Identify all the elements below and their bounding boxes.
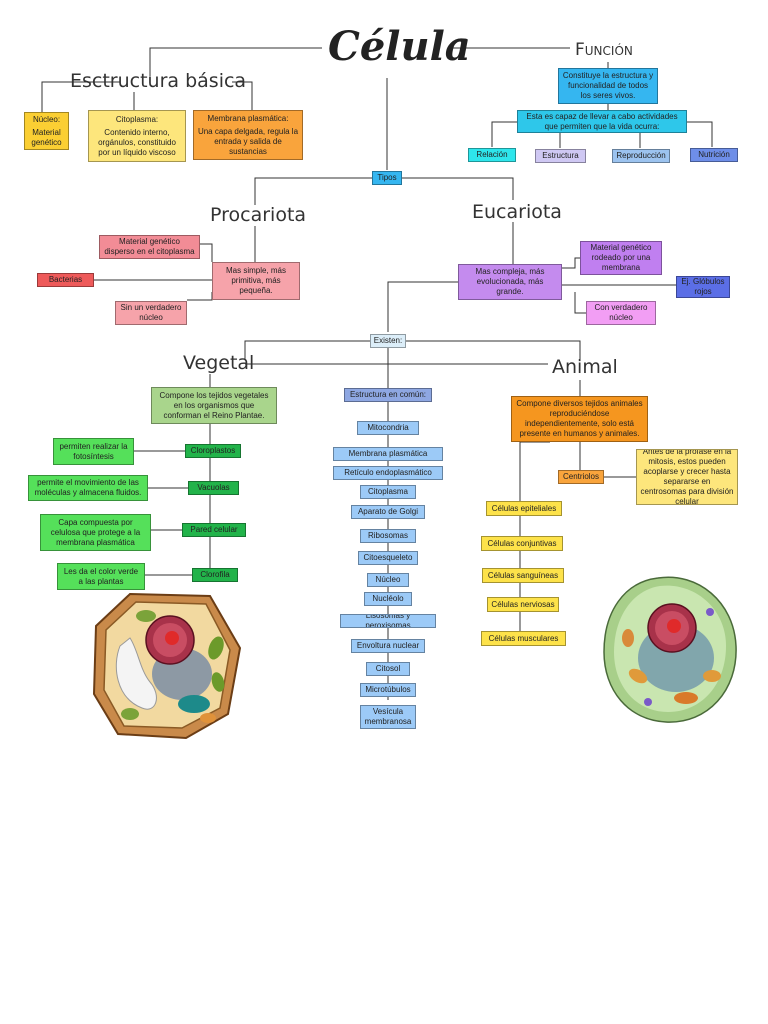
text-citoplasma: Contenido interno, orgánulos, constituid… (98, 127, 176, 157)
heading-vegetal: Vegetal (183, 352, 255, 374)
text-membrana: Una capa delgada, regula la entrada y sa… (197, 126, 299, 156)
box-vegetal-main: Compone los tejidos vegetales en los org… (151, 387, 277, 424)
vegetal-desc-vacuolas: permite el movimiento de las moléculas y… (28, 475, 148, 501)
text-nucleo: Material genético (31, 127, 62, 147)
box-bacterias: Bacterias (37, 273, 94, 287)
funcion-item-nutricion: Nutrición (690, 148, 738, 162)
box-procariota-nucleo: Sin un verdadero núcleo (115, 301, 187, 325)
vegetal-organelle-clorofila: Clorofila (192, 568, 238, 582)
comun-item: Mitocondria (357, 421, 419, 435)
comun-item: Aparato de Golgi (351, 505, 425, 519)
box-funcion-sub: Esta es capaz de llevar a cabo actividad… (517, 110, 687, 133)
box-funcion-main: Constituye la estructura y funcionalidad… (558, 68, 658, 104)
animal-cell-type: Células musculares (481, 631, 566, 646)
vegetal-desc-cloroplastos: permiten realizar la fotosíntesis (53, 438, 134, 465)
heading-procariota: Procariota (210, 204, 307, 226)
label-tipos: Tipos (372, 171, 402, 185)
comun-item: Microtúbulos (360, 683, 416, 697)
comun-item: Vesícula membranosa (360, 705, 416, 729)
box-procariota-main: Mas simple, más primitiva, más pequeña. (212, 262, 300, 300)
box-eucariota-nucleo: Con verdadero núcleo (586, 301, 656, 325)
animal-cell-type: Células conjuntivas (481, 536, 563, 551)
comun-item: Citoplasma (360, 485, 416, 499)
box-procariota-material: Material genético disperso en el citopla… (99, 235, 200, 259)
heading-funcion: Función (575, 40, 633, 60)
animal-cell-type: Células epiteliales (486, 501, 562, 516)
label-existen: Existen: (370, 334, 406, 348)
comun-item: Núcleo (367, 573, 409, 587)
comun-item: Membrana plasmática (333, 447, 443, 461)
heading-basic-structure: Esctructura básica (70, 70, 247, 92)
box-eucariota-main: Mas compleja, más evolucionada, más gran… (458, 264, 562, 300)
funcion-item-estructura: Estructura (535, 149, 586, 163)
label-citoplasma: Citoplasma: (115, 114, 159, 124)
comun-item: Lisosomas y peroxisomas (340, 614, 436, 628)
animal-cell-type: Células nerviosas (487, 597, 559, 612)
animal-cell-type: Células sanguíneas (482, 568, 564, 583)
vegetal-desc-pared: Capa compuesta por celulosa que protege … (40, 514, 151, 551)
box-eucariota-material: Material genético rodeado por una membra… (580, 241, 662, 275)
animal-cell-illustration (603, 576, 737, 723)
label-membrana: Membrana plasmática: (207, 113, 289, 123)
heading-animal: Animal (552, 356, 618, 378)
funcion-item-relacion: Relación (468, 148, 516, 162)
box-eucariota-ejemplo: Ej. Glóbulos rojos (676, 276, 730, 298)
comun-item: Citosol (366, 662, 410, 676)
comun-item: Envoltura nuclear (351, 639, 425, 653)
plant-cell-illustration (92, 592, 242, 740)
box-animal-main: Compone diversos tejidos animales reprod… (511, 396, 648, 442)
box-nucleo: Núcleo: Material genético (24, 112, 69, 150)
heading-eucariota: Eucariota (472, 201, 562, 223)
funcion-item-reproduccion: Reproducción (612, 149, 670, 163)
box-centriolos: Centriolos (558, 470, 604, 484)
comun-item: Citoesqueleto (358, 551, 418, 565)
box-membrana: Membrana plasmática: Una capa delgada, r… (193, 110, 303, 160)
box-comun-heading: Estructura en común: (344, 388, 432, 402)
vegetal-desc-clorofila: Les da el color verde a las plantas (57, 563, 145, 590)
comun-item: Ribosomas (360, 529, 416, 543)
comun-item: Retículo endoplasmático (333, 466, 443, 480)
vegetal-organelle-vacuolas: Vacuolas (188, 481, 239, 495)
vegetal-organelle-cloroplastos: Cloroplastos (185, 444, 241, 458)
box-citoplasma: Citoplasma: Contenido interno, orgánulos… (88, 110, 186, 162)
comun-item: Nucléolo (364, 592, 412, 606)
label-nucleo: Núcleo: (32, 114, 61, 124)
page-title: Célula (328, 23, 471, 70)
vegetal-organelle-pared: Pared celular (182, 523, 246, 537)
box-centriolos-desc: Antes de la profase en la mitosis, estos… (636, 449, 738, 505)
